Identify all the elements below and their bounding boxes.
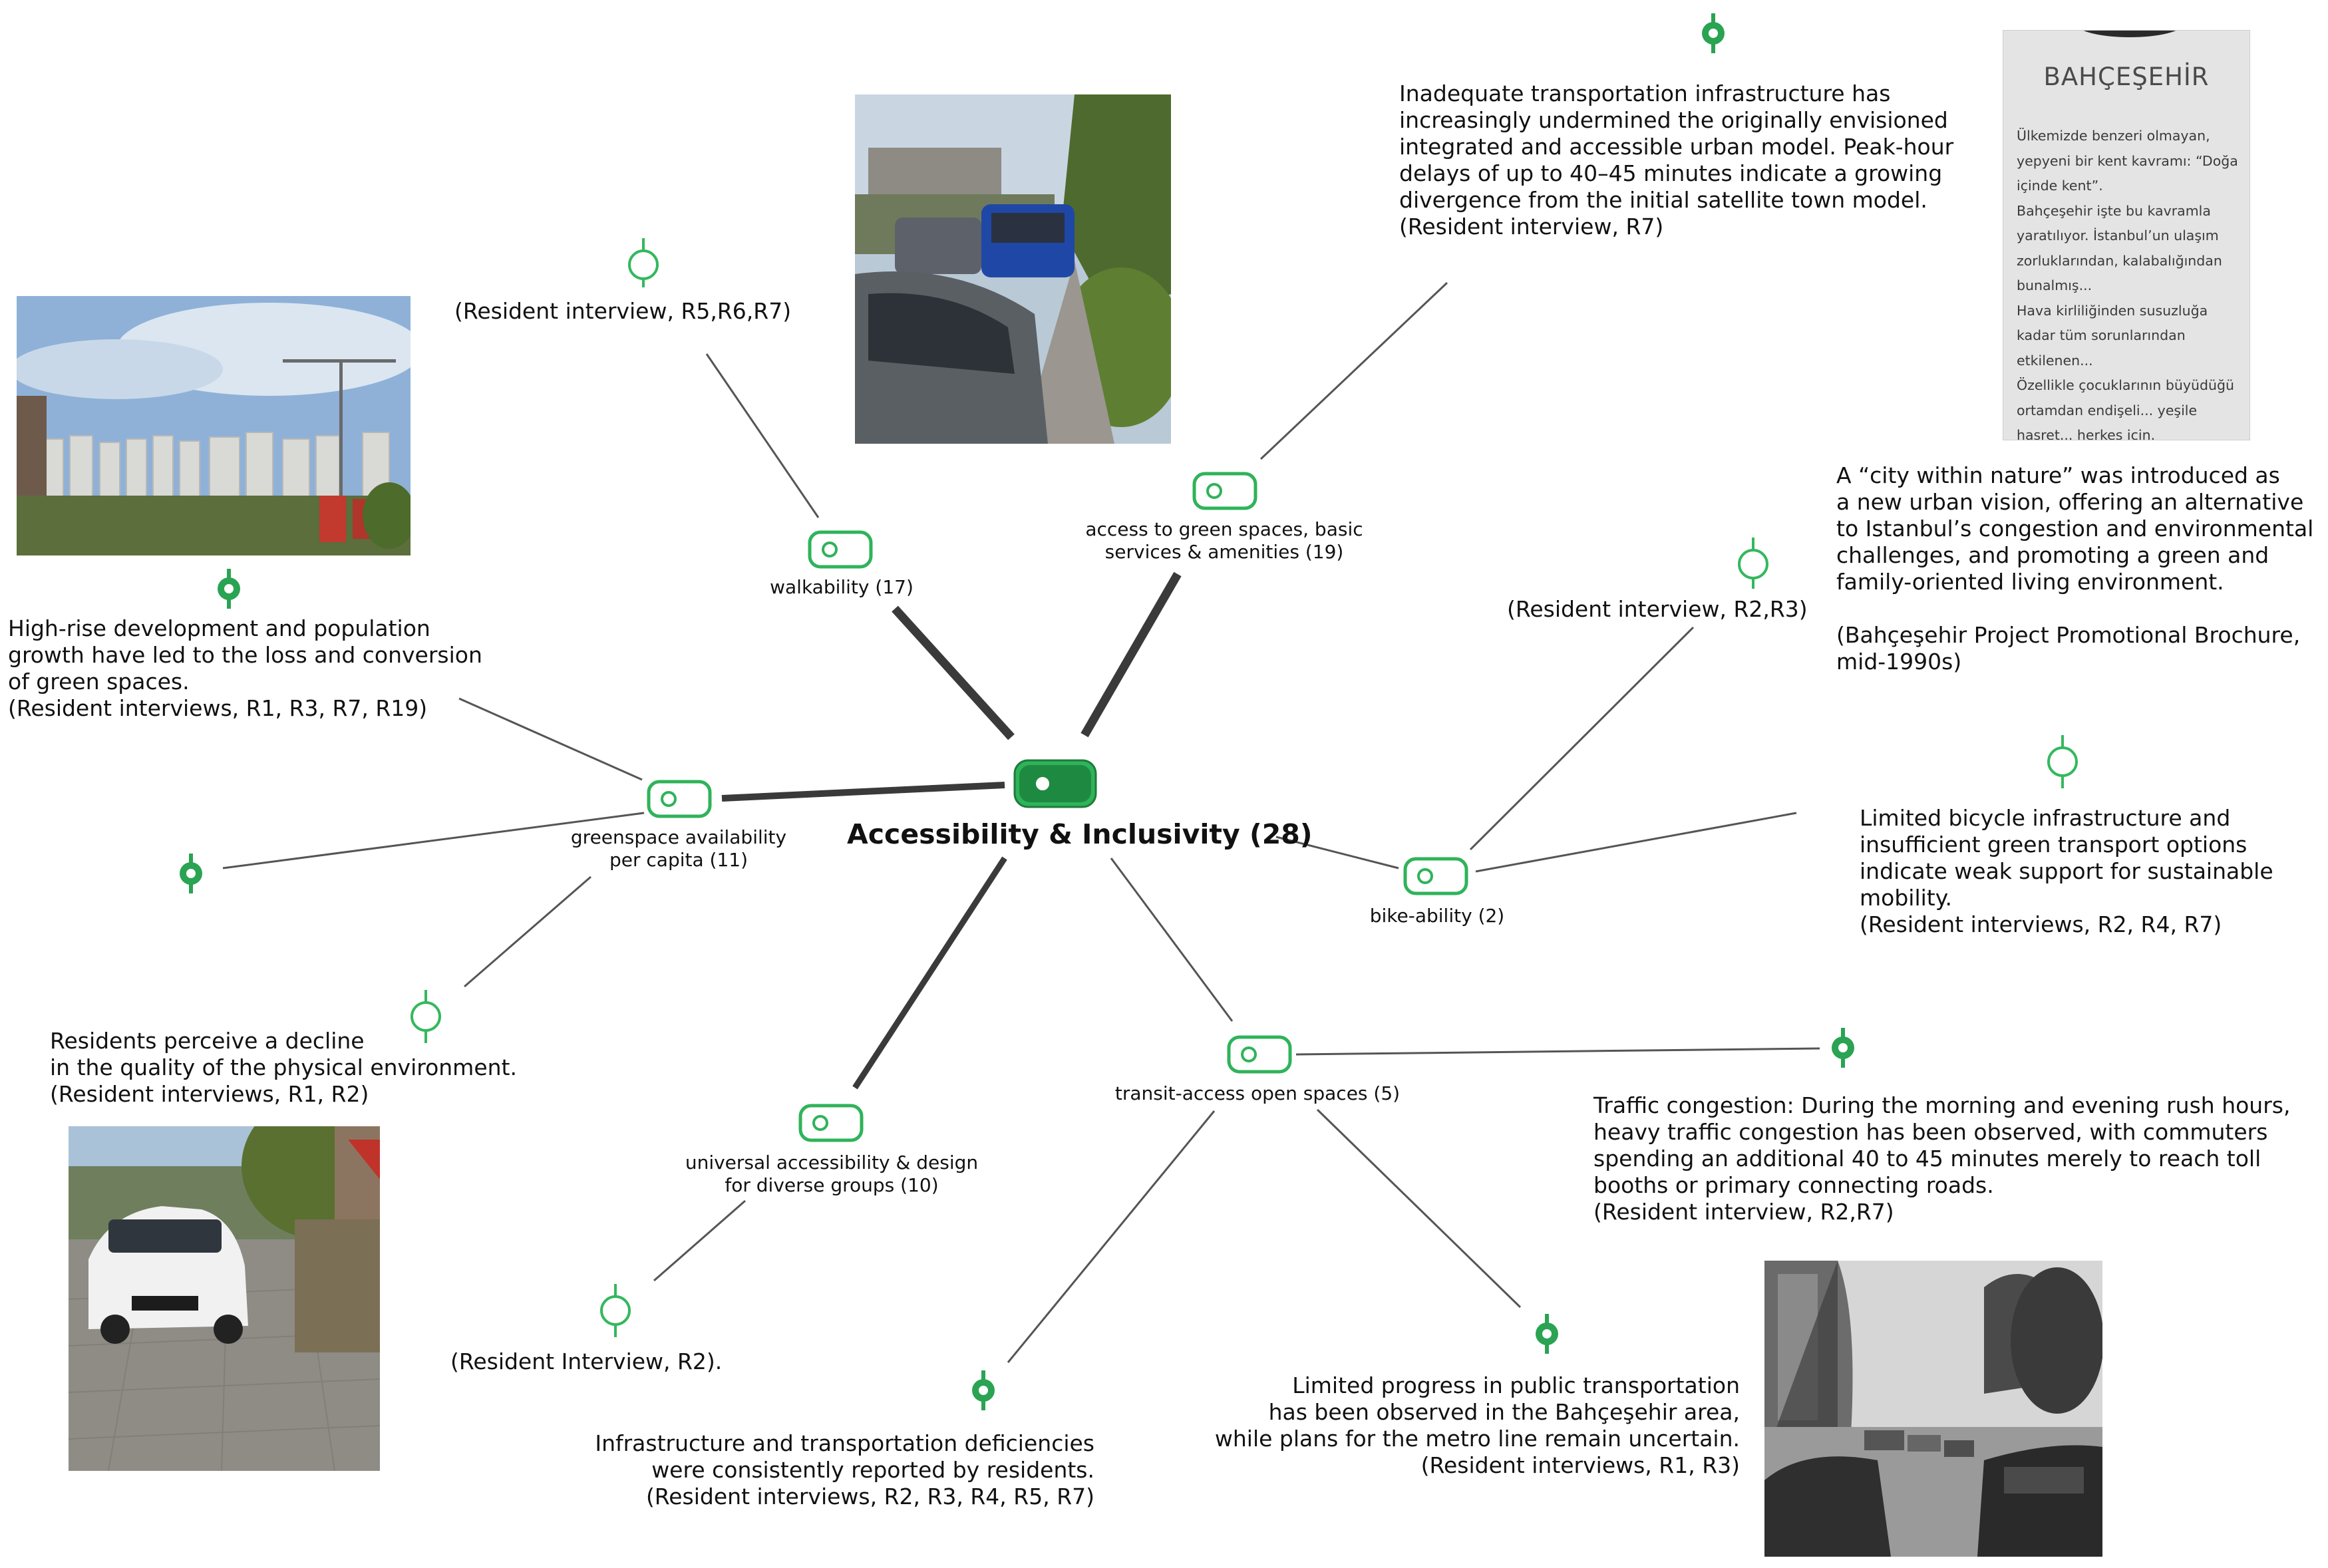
edge-universal-r2 xyxy=(654,1201,745,1281)
code-node-walkability[interactable] xyxy=(810,532,871,567)
center-node[interactable] xyxy=(1015,760,1096,807)
pin-icon-r2 xyxy=(601,1284,629,1337)
quote-brochure: A “city within nature” was introduced as… xyxy=(1836,462,2313,675)
quote-r2: (Resident Interview, R2). xyxy=(450,1348,722,1375)
code-label-transit: transit-access open spaces (5) xyxy=(1091,1082,1424,1105)
edge-center-universal xyxy=(855,858,1005,1088)
code-node-greenspace[interactable] xyxy=(649,782,710,816)
photo-parked-cars-sidewalk xyxy=(855,94,1171,444)
edge-center-transit xyxy=(1111,858,1232,1021)
brochure-top-shape xyxy=(2077,30,2183,37)
edge-transit-traffic xyxy=(1296,1048,1820,1054)
edge-bike-quote xyxy=(1476,813,1796,871)
pin-icon-r2r3 xyxy=(1739,538,1767,589)
pin-icon-greenspace xyxy=(180,854,202,893)
edge-greenspace-decline xyxy=(464,877,591,987)
edge-greenaccess-quote xyxy=(1261,283,1447,459)
photo-high-rise-skyline xyxy=(17,296,411,555)
edge-greenspace-highrise xyxy=(459,699,642,780)
code-node-green-access[interactable] xyxy=(1194,474,1255,508)
brochure-body: Ülkemizde benzeri olmayan, yepyeni bir k… xyxy=(2017,124,2231,440)
quote-infrastructure: Infrastructure and transportation defici… xyxy=(559,1430,1094,1510)
brochure-title: BAHÇEŞEHİR xyxy=(2003,63,2249,91)
quote-walkability: (Resident interview, R5,R6,R7) xyxy=(454,298,791,325)
edge-transit-metro xyxy=(1317,1110,1520,1307)
quote-metro: Limited progress in public transportatio… xyxy=(1174,1372,1740,1479)
edge-center-walkability xyxy=(895,609,1011,737)
edge-center-green-access xyxy=(1084,574,1178,735)
edge-bike-r2r3 xyxy=(1470,627,1693,850)
pin-icon-metro xyxy=(1536,1314,1558,1354)
quote-r2r3: (Resident interview, R2,R3) xyxy=(1507,596,1808,623)
quote-transport-infrastructure: Inadequate transportation infrastructure… xyxy=(1399,80,1953,240)
edge-transit-infra xyxy=(1008,1111,1214,1362)
edge-center-greenspace xyxy=(722,785,1005,798)
edge-walk-quote xyxy=(707,354,818,518)
pin-icon-bike xyxy=(2049,735,2077,788)
pin-icon-highrise xyxy=(218,569,240,609)
pin-icon-infra xyxy=(972,1370,995,1410)
code-node-universal[interactable] xyxy=(800,1106,862,1140)
pin-icon-traffic xyxy=(1832,1028,1854,1068)
photo-car-on-pavement xyxy=(69,1126,380,1471)
pin-icon-transport xyxy=(1702,13,1725,53)
code-node-transit[interactable] xyxy=(1229,1037,1290,1072)
photo-traffic-jam xyxy=(1764,1261,2102,1557)
center-label: Accessibility & Inclusivity (28) xyxy=(847,818,1313,850)
code-label-walkability: walkability (17) xyxy=(739,576,945,599)
quote-traffic: Traffic congestion: During the morning a… xyxy=(1593,1092,2290,1225)
code-label-bike: bike-ability (2) xyxy=(1331,905,1544,927)
pin-icon-walkability xyxy=(629,238,657,287)
brochure-scan-image: BAHÇEŞEHİR Ülkemizde benzeri olmayan, ye… xyxy=(2003,30,2250,440)
code-node-bike[interactable] xyxy=(1405,859,1466,893)
